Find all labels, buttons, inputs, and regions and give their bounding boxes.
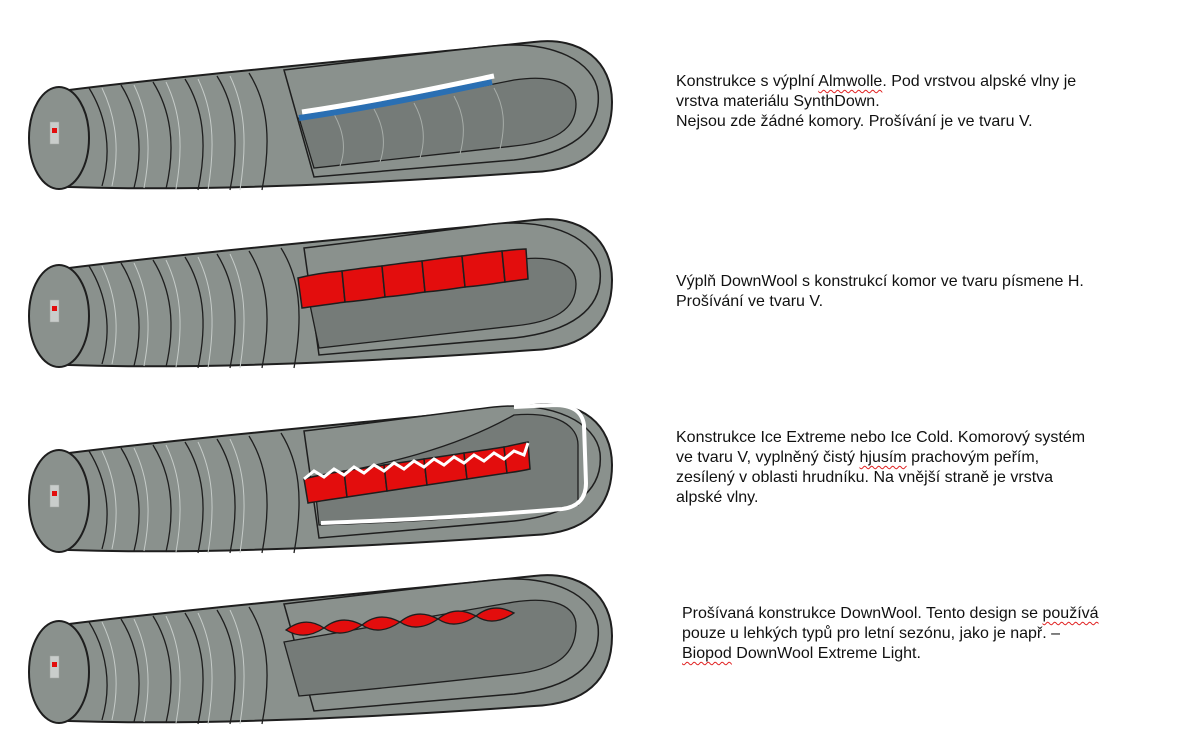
caption-almwolle: Konstrukce s výplní Almwolle. Pod vrstvo… <box>676 72 1176 132</box>
interior-seams <box>333 87 504 167</box>
alpine-wool-outer-layer <box>320 402 589 525</box>
brand-logo <box>49 655 60 679</box>
seam-lines <box>101 75 245 191</box>
synthdown-layer-blue <box>298 79 493 121</box>
caption-line: alpské vlny. <box>676 488 1176 508</box>
h-chambers <box>297 248 529 309</box>
caption-line: Konstrukce s výplní Almwolle. Pod vrstvo… <box>676 72 1176 92</box>
caption-text: Výplň DownWool s konstrukcí komor ve tva… <box>676 273 1084 290</box>
caption-line: Konstrukce Ice Extreme nebo Ice Cold. Ko… <box>676 428 1176 448</box>
caption-text: zesílený v oblasti hrudníku. Na vnější s… <box>676 469 1054 486</box>
spellcheck-flagged-word: Almwolle <box>818 73 883 90</box>
caption-downwool-h: Výplň DownWool s konstrukcí komor ve tva… <box>676 272 1176 312</box>
caption-line: Prošívaná konstrukce DownWool. Tento des… <box>682 604 1182 624</box>
sewn-through-pockets <box>284 607 516 636</box>
caption-line: Výplň DownWool s konstrukcí komor ve tva… <box>676 272 1176 292</box>
caption-text: Konstrukce Ice Extreme nebo Ice Cold. Ko… <box>676 429 1086 446</box>
brand-logo <box>49 484 60 508</box>
brand-logo <box>49 121 60 145</box>
seam-lines <box>101 438 245 554</box>
caption-line: Biopod DownWool Extreme Light. <box>682 644 1182 664</box>
caption-line: Prošívání ve tvaru V. <box>676 292 1176 312</box>
caption-text: . Pod vrstvou alpské vlny je <box>882 73 1077 90</box>
caption-text: Konstrukce s výplní <box>676 73 819 90</box>
alpine-wool-zigzag-layer <box>303 442 530 481</box>
caption-line: vrstva materiálu SynthDown. <box>676 92 1176 112</box>
sleeping-bag-downwool-sewn-through-diagram <box>28 574 614 725</box>
baffle-lines <box>88 247 300 369</box>
caption-text: Nejsou zde žádné komory. Prošívání je ve… <box>676 113 1033 130</box>
seam-lines <box>101 253 245 369</box>
brand-logo <box>49 299 60 323</box>
caption-text: ve tvaru V, vyplněný čistý <box>676 449 860 466</box>
alpine-wool-layer-white <box>301 73 495 115</box>
caption-text: alpské vlny. <box>676 489 759 506</box>
sleeping-bag-ice-extreme-diagram <box>28 402 614 554</box>
caption-line: pouze u lehkých typů pro letní sezónu, j… <box>682 624 1182 644</box>
caption-text: pouze u lehkých typů pro letní sezónu, j… <box>682 625 1061 642</box>
caption-ice-extreme: Konstrukce Ice Extreme nebo Ice Cold. Ko… <box>676 428 1176 508</box>
spellcheck-flagged-word: používá <box>1042 605 1099 622</box>
caption-line: ve tvaru V, vyplněný čistý hjusím pracho… <box>676 448 1176 468</box>
baffle-lines <box>88 432 300 554</box>
caption-line: zesílený v oblasti hrudníku. Na vnější s… <box>676 468 1176 488</box>
caption-downwool-sewn-through: Prošívaná konstrukce DownWool. Tento des… <box>682 604 1182 664</box>
baffle-lines <box>88 606 268 725</box>
spellcheck-flagged-word: hjusím <box>859 449 907 466</box>
seam-lines <box>101 609 245 725</box>
caption-text: prachovým peřím, <box>906 449 1040 466</box>
caption-text: vrstva materiálu SynthDown. <box>676 93 880 110</box>
caption-text: DownWool Extreme Light. <box>731 645 921 662</box>
spellcheck-flagged-word: Biopod <box>682 645 732 662</box>
caption-line: Nejsou zde žádné komory. Prošívání je ve… <box>676 112 1176 132</box>
sleeping-bag-downwool-h-diagram <box>28 218 614 369</box>
caption-text: Prošívaná konstrukce DownWool. Tento des… <box>682 605 1043 622</box>
sleeping-bag-almwolle-diagram <box>28 40 614 191</box>
baffle-lines <box>88 72 268 191</box>
caption-text: Prošívání ve tvaru V. <box>676 293 824 310</box>
